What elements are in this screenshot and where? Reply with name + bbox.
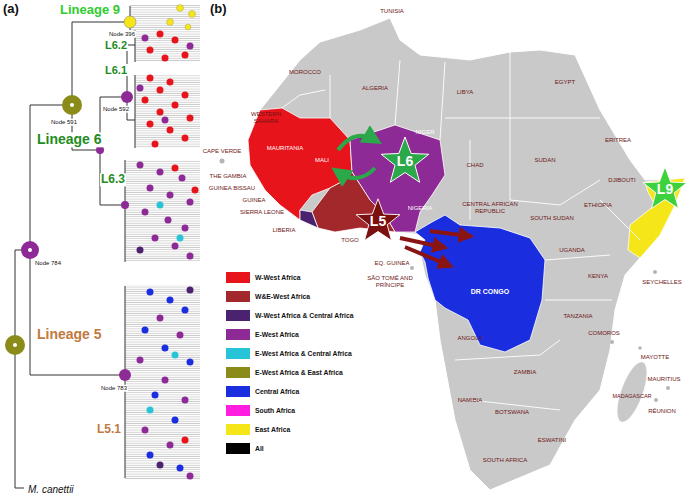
country-label: SOUTH SUDAN (530, 215, 574, 222)
phylogenetic-tree (5, 5, 200, 489)
star-label: L5 (370, 213, 386, 229)
country-label: WESTERN SAHARA (245, 111, 287, 124)
legend-row: E-West Africa & Central Africa (226, 344, 354, 363)
legend-swatch (226, 405, 250, 416)
legend-text: E-West Africa & Central Africa (255, 350, 352, 357)
country-label: NIGERIA (408, 205, 433, 212)
tree-label: Node 592 (102, 106, 130, 113)
country-label: NAMIBIA (458, 397, 483, 404)
country-label: RÉUNION (648, 408, 676, 415)
country-label: MALI (315, 157, 329, 164)
country-label: LIBYA (457, 89, 474, 96)
legend: W-West AfricaW&E-West AfricaW-West Afric… (226, 268, 354, 458)
country-label: MAURITANIA (267, 145, 304, 152)
legend-row: W&E-West Africa (226, 287, 354, 306)
lineage-star: L5 (355, 197, 401, 243)
country-label: ERITREA (605, 137, 631, 144)
country-label: TOGO (341, 237, 359, 244)
country-label: MAYOTTE (641, 354, 670, 361)
legend-text: W&E-West Africa (255, 293, 310, 300)
country-label: EGYPT (555, 79, 575, 86)
country-label: SUDAN (534, 157, 555, 164)
legend-swatch (226, 386, 250, 397)
panel-letter: (a) (3, 2, 19, 16)
country-label: ESWATINI (538, 437, 566, 444)
legend-text: W-West Africa & Central Africa (255, 312, 354, 319)
country-label: TUNISIA (380, 8, 404, 15)
legend-row: Central Africa (226, 382, 354, 401)
country-label: UGANDA (559, 247, 585, 254)
country-label: CHAD (466, 162, 483, 169)
tree-label: L6.3 (100, 173, 126, 186)
legend-row: All (226, 439, 354, 458)
country-label: SEYCHELLES (642, 279, 681, 286)
legend-swatch (226, 367, 250, 378)
country-label: NIGER (415, 129, 434, 136)
legend-row: East Africa (226, 420, 354, 439)
country-label: ZAMBIA (514, 369, 536, 376)
country-label: EQ. GUINEA (374, 260, 409, 267)
tree-label: Node 396 (108, 31, 136, 38)
legend-row: E-West Africa (226, 325, 354, 344)
tree-label: Node 591 (50, 119, 78, 126)
country-label: GUINEA BISSAU (209, 185, 255, 192)
tree-label: L6.1 (104, 64, 128, 76)
country-label: TANZANIA (563, 313, 592, 320)
tree-label: Lineage 6 (36, 132, 103, 147)
star-label: L9 (657, 181, 673, 197)
country-label: BOTSWANA (495, 409, 529, 416)
legend-text: W-West Africa (255, 274, 301, 281)
legend-text: E-West Africa (255, 331, 299, 338)
country-label: MAURITIUS (648, 376, 681, 383)
lineage-star: L9 (642, 165, 688, 211)
country-label: MOROCCO (289, 69, 321, 76)
tree-label: L5.1 (96, 423, 122, 436)
country-label: MADAGASCAR (612, 393, 651, 399)
country-label: SOUTH AFRICA (483, 457, 527, 464)
country-label: ANGOLA (457, 335, 482, 342)
legend-text: Central Africa (255, 388, 299, 395)
country-label: ALGERIA (362, 85, 388, 92)
panel-letter: (b) (210, 2, 227, 16)
country-label: CENTRAL AFRICAN REPUBLIC (460, 201, 520, 214)
tree-label: Node 783 (100, 385, 128, 392)
legend-row: E-West Africa & East Africa (226, 363, 354, 382)
country-label: LIBERIA (272, 227, 295, 234)
country-label: SIERRA LEONE (240, 209, 284, 216)
africa-map (220, 18, 686, 490)
legend-row: South Africa (226, 401, 354, 420)
tree-label: M. canettii (28, 484, 74, 495)
country-label: THE GAMBIA (209, 173, 246, 180)
legend-swatch (226, 443, 250, 454)
star-label: L6 (397, 153, 413, 169)
tree-label: Lineage 5 (36, 327, 103, 342)
legend-text: E-West Africa & East Africa (255, 369, 343, 376)
legend-swatch (226, 424, 250, 435)
country-label: ETHIOPIA (584, 202, 612, 209)
country-label: COMOROS (588, 330, 620, 337)
country-label: DR CONGO (471, 288, 510, 296)
lineage-star: L6 (380, 135, 430, 185)
legend-text: All (255, 445, 264, 452)
legend-text: South Africa (255, 407, 295, 414)
tree-label: Lineage 9 (60, 3, 120, 17)
country-label: CAPE VERDE (203, 148, 242, 155)
legend-swatch (226, 310, 250, 321)
tree-label: L6.2 (104, 39, 128, 51)
legend-text: East Africa (255, 426, 290, 433)
legend-swatch (226, 291, 250, 302)
legend-swatch (226, 348, 250, 359)
tree-label: Node 784 (34, 260, 62, 267)
legend-row: W-West Africa & Central Africa (226, 306, 354, 325)
country-label: SÃO TOMÉ AND PRÍNCIPE (367, 275, 413, 288)
country-label: GUINEA (242, 197, 265, 204)
legend-row: W-West Africa (226, 268, 354, 287)
country-label: DJIBOUTI (608, 177, 635, 184)
legend-swatch (226, 329, 250, 340)
country-label: KENYA (588, 273, 608, 280)
legend-swatch (226, 272, 250, 283)
